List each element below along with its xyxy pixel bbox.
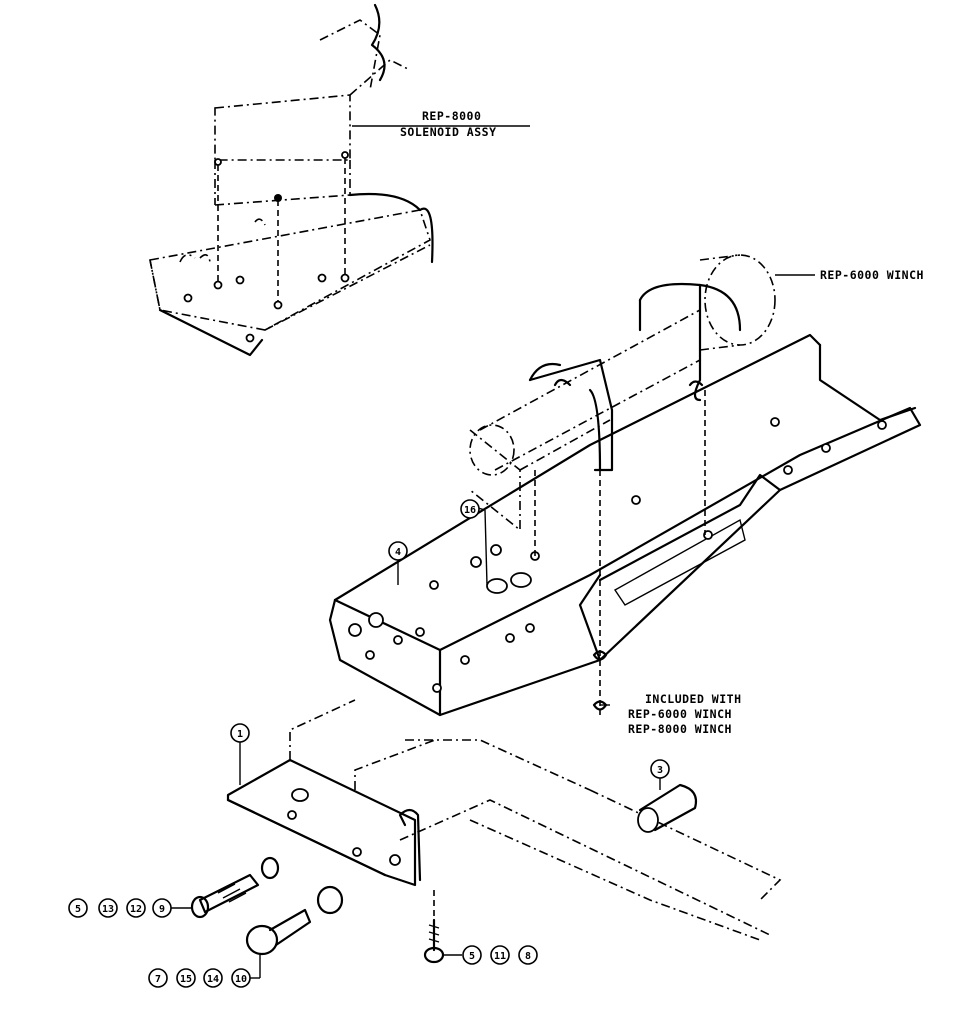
winch-label: REP-6000 WINCH: [820, 268, 924, 282]
callout-1-text: 1: [237, 729, 243, 740]
callout-group-b: 7 15 14 10: [148, 968, 251, 988]
callout-leaders: [239, 560, 661, 790]
spacer-tube: [637, 783, 698, 833]
callout-group-c: 5 11 8: [462, 945, 538, 965]
callout-group-b-0: 7: [155, 974, 161, 985]
callout-16-text: 16: [464, 505, 476, 516]
callout-16: 16: [460, 499, 480, 519]
callout-4: 4: [388, 541, 408, 561]
callout-group-a: 5 13 12 9: [68, 898, 172, 918]
callout-group-c-2: 8: [525, 951, 531, 962]
winch-body: [469, 254, 815, 532]
solenoid-label-line2: SOLENOID ASSY: [400, 125, 497, 139]
solenoid-assembly: [149, 3, 530, 357]
callout-group-b-2: 14: [207, 974, 219, 985]
solenoid-label-line1: REP-8000: [422, 109, 481, 123]
callout-1: 1: [230, 723, 250, 743]
mounting-channel: [328, 333, 922, 717]
callout-group-b-3: 10: [235, 974, 247, 985]
callout-group-a-0: 5: [75, 904, 81, 915]
callout-group-a-1: 13: [102, 904, 114, 915]
bolt-hardware: [170, 856, 462, 979]
callout-3-text: 3: [657, 765, 663, 776]
included-note-line2: REP-6000 WINCH: [628, 707, 732, 721]
callout-group-c-0: 5: [469, 951, 475, 962]
callout-group-c-1: 11: [494, 951, 506, 962]
base-plate: [226, 699, 782, 941]
included-note-line3: REP-8000 WINCH: [628, 722, 732, 736]
callout-4-text: 4: [395, 547, 401, 558]
callout-group-a-2: 12: [130, 904, 142, 915]
callout-group-b-1: 15: [180, 974, 192, 985]
included-note-line1: INCLUDED WITH: [645, 692, 742, 706]
callout-group-a-3: 9: [159, 904, 165, 915]
callout-3: 3: [650, 759, 670, 779]
